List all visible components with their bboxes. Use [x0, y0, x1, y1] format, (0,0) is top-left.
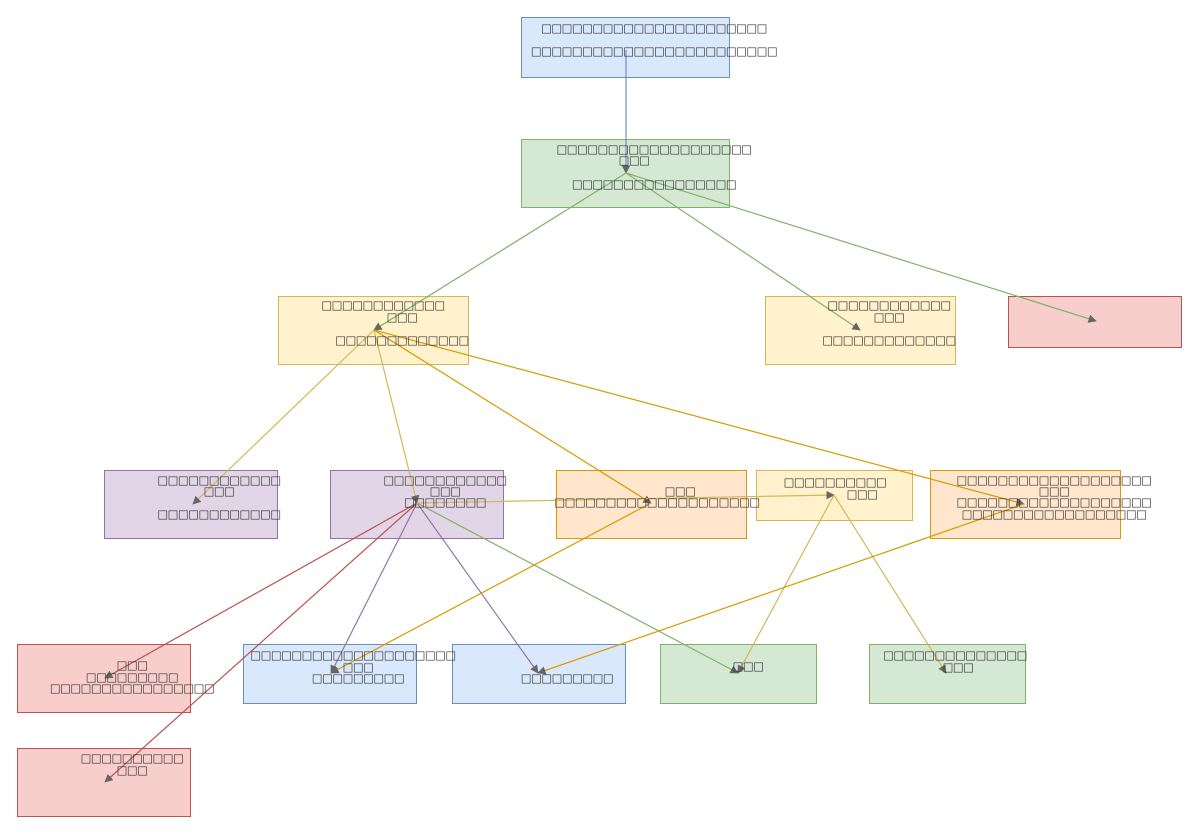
edge-n7-to-n14: [416, 502, 739, 674]
node-label-line: □□□□□□□□□: [311, 671, 405, 685]
node-label-line: □□□: [429, 484, 461, 498]
edge-n2-to-n4: [625, 172, 861, 331]
edge-n2-to-n3: [373, 172, 627, 331]
node-label-line: □□□□□□□□□□□□□□□□□□□□□□: [541, 21, 767, 35]
node-label-line: □□□□□□□□: [403, 495, 487, 509]
node-label-line: □□□□□□□□□□□□□□□□: [49, 681, 215, 695]
node-label-line: □□□□□□□□□□□□: [157, 507, 281, 521]
diagram-node-n7: [330, 470, 504, 539]
node-label-line: □□□□□□□□□□: [783, 475, 887, 489]
node-label-line: □□□□□□□□□□□□□□□□□□□□□□□□: [530, 44, 778, 58]
diagram-node-n11: [17, 644, 191, 713]
edge-n9-to-n14: [737, 494, 835, 674]
node-label-line: □□□: [732, 659, 764, 673]
node-label-line: □□□□□□□□□□□□□□□□: [571, 177, 737, 191]
diagram-node-n6: [104, 470, 278, 539]
node-label-line: □□□□□□□□□: [85, 670, 179, 684]
edge-n9-to-n15: [833, 494, 947, 674]
edge-n2-to-n5: [625, 172, 1097, 323]
diagram-node-n16: [17, 748, 191, 817]
node-label-line: □□□□□□□□□: [520, 671, 614, 685]
edge-n3-to-n7: [373, 329, 420, 504]
node-label-line: □□□: [618, 153, 650, 167]
diagram-node-n10: [930, 470, 1121, 539]
node-label-line: □□□□□□□□□□□□: [827, 298, 951, 312]
edge-n3-to-n10: [373, 329, 1025, 507]
node-label-line: □□□: [846, 487, 878, 501]
edge-n7-to-n11: [104, 502, 418, 679]
node-label-line: □□□□□□□□□□: [80, 751, 184, 765]
node-label-line: □□□: [116, 658, 148, 672]
diagram-node-n8: [556, 470, 747, 539]
node-label-line: □□□: [203, 484, 235, 498]
node-label-line: □□□□□□□□□□□□: [321, 298, 445, 312]
node-label-line: □□□: [1038, 484, 1070, 498]
node-label-line: □□□□□□□□□□□□□□□□□□□: [556, 142, 752, 156]
node-label-line: □□□□□□□□□□□□□□□□□□: [961, 507, 1147, 521]
node-label-line: □□□□□□□□□□□□□□□□□□□□: [250, 648, 456, 662]
edge-n10-to-n13: [537, 503, 1025, 675]
edge-n8-to-n12: [330, 502, 652, 674]
node-label-line: □□□□□□□□□□□□□□□□□□□□: [554, 495, 760, 509]
node-label-line: □□□: [116, 763, 148, 777]
node-label-line: □□□□□□□□□□□□: [383, 473, 507, 487]
node-label-line: □□□: [873, 310, 905, 324]
node-label-line: □□□: [386, 310, 418, 324]
diagram-node-n15: [869, 644, 1026, 704]
diagram-node-n14: [660, 644, 817, 704]
edge-n3-to-n6: [192, 329, 375, 505]
edge-n7-to-n12: [330, 502, 418, 674]
node-label-line: □□□: [664, 484, 696, 498]
node-label-line: □□□: [342, 660, 374, 674]
diagram-node-n4: [765, 296, 956, 365]
edge-n7-to-n16: [104, 502, 418, 783]
node-label-line: □□□□□□□□□□□□□: [335, 333, 469, 347]
node-label-line: □□□: [942, 660, 974, 674]
node-label-line: □□□□□□□□□□□□: [157, 473, 281, 487]
edge-n7-to-n13: [416, 502, 539, 674]
node-label-line: □□□□□□□□□□□□□□□□□□□: [956, 473, 1152, 487]
node-label-line: □□□□□□□□□□□□□□□□□□□: [956, 495, 1152, 509]
edge-n7-to-n9: [416, 490, 835, 504]
diagram-node-n12: [243, 644, 417, 704]
node-label-line: □□□□□□□□□□□□□: [822, 333, 956, 347]
edge-n3-to-n8: [373, 329, 652, 504]
node-label-line: □□□□□□□□□□□□□□: [883, 648, 1027, 662]
